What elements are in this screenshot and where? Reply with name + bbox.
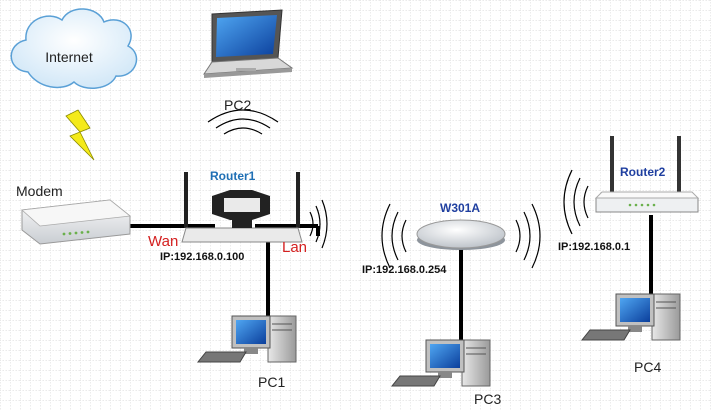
- lan-label: Lan: [282, 239, 307, 256]
- laptop-icon: [203, 9, 294, 78]
- modem-label: Modem: [16, 183, 63, 199]
- router1-icon: [181, 172, 303, 243]
- ap-wifi-left-icon: [381, 203, 407, 269]
- router1-label: Router1: [210, 169, 256, 183]
- router2-label: Router2: [620, 165, 666, 179]
- internet-cloud-icon: [10, 8, 138, 89]
- pc3-desktop-icon: [390, 339, 491, 387]
- ap-wifi-right-icon: [515, 203, 541, 269]
- router1-ip-label: IP:192.168.0.100: [160, 251, 244, 263]
- pc4-label: PC4: [634, 359, 661, 375]
- router1-wifi-icon: [309, 199, 328, 249]
- lightning-icon: [65, 109, 95, 161]
- ap-ip-label: IP:192.168.0.254: [362, 264, 447, 276]
- modem-icon: [21, 199, 132, 245]
- wifi-signal-icon: [207, 109, 279, 135]
- ap-label: W301A: [440, 201, 480, 215]
- internet-label: Internet: [45, 49, 93, 65]
- router2-ip-label: IP:192.168.0.1: [558, 241, 630, 253]
- cables: [130, 215, 653, 345]
- pc3-label: PC3: [474, 391, 501, 407]
- router2-icon: [594, 136, 700, 213]
- pc4-desktop-icon: [580, 293, 681, 341]
- pc1-desktop-icon: [196, 315, 297, 363]
- router2-wifi-icon: [563, 169, 589, 235]
- pc1-label: PC1: [258, 374, 285, 390]
- access-point-icon: [416, 219, 506, 250]
- wan-label: Wan: [148, 233, 178, 250]
- pc2-label: PC2: [224, 97, 251, 113]
